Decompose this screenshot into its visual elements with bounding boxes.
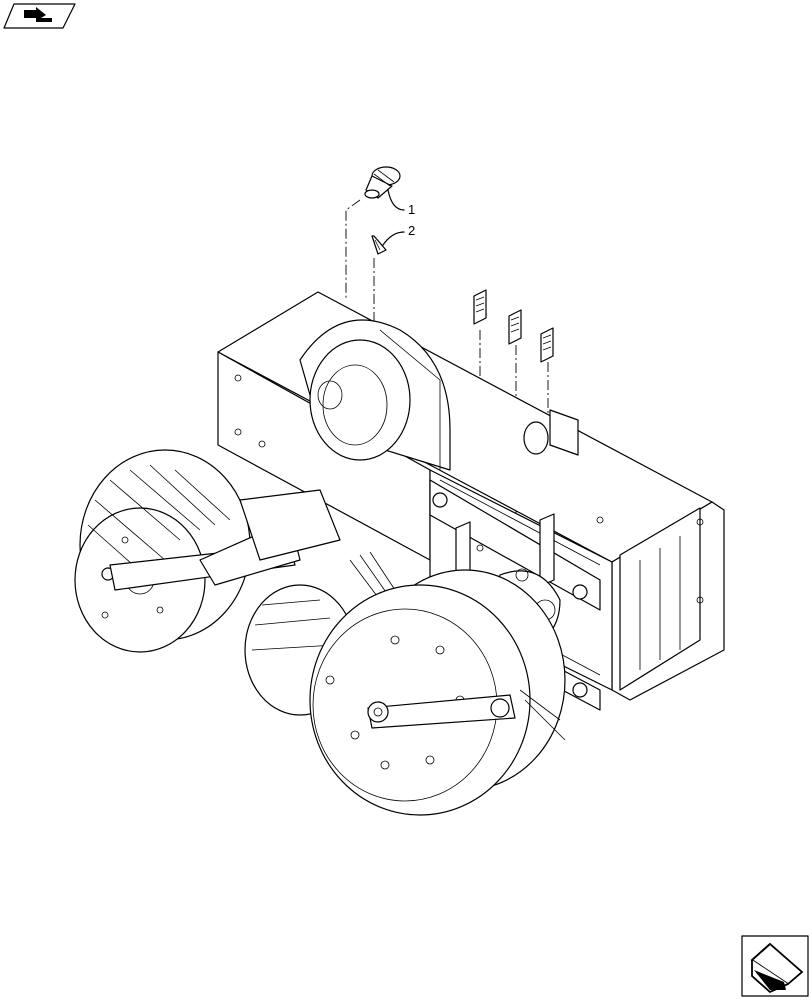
closing-wheel-assembly [74,449,396,653]
svg-text:2: 2 [408,223,415,238]
callout-1: 1 [387,189,415,217]
callout-2: 2 [382,223,415,246]
next-page-arrow-icon[interactable] [741,935,809,997]
svg-text:1: 1 [408,202,415,217]
sensor-part [364,166,401,199]
gauge-wheel-assembly [244,569,566,816]
navigation-icon[interactable] [3,3,76,29]
retaining-clip-part [371,235,387,255]
clip-set [473,289,554,363]
